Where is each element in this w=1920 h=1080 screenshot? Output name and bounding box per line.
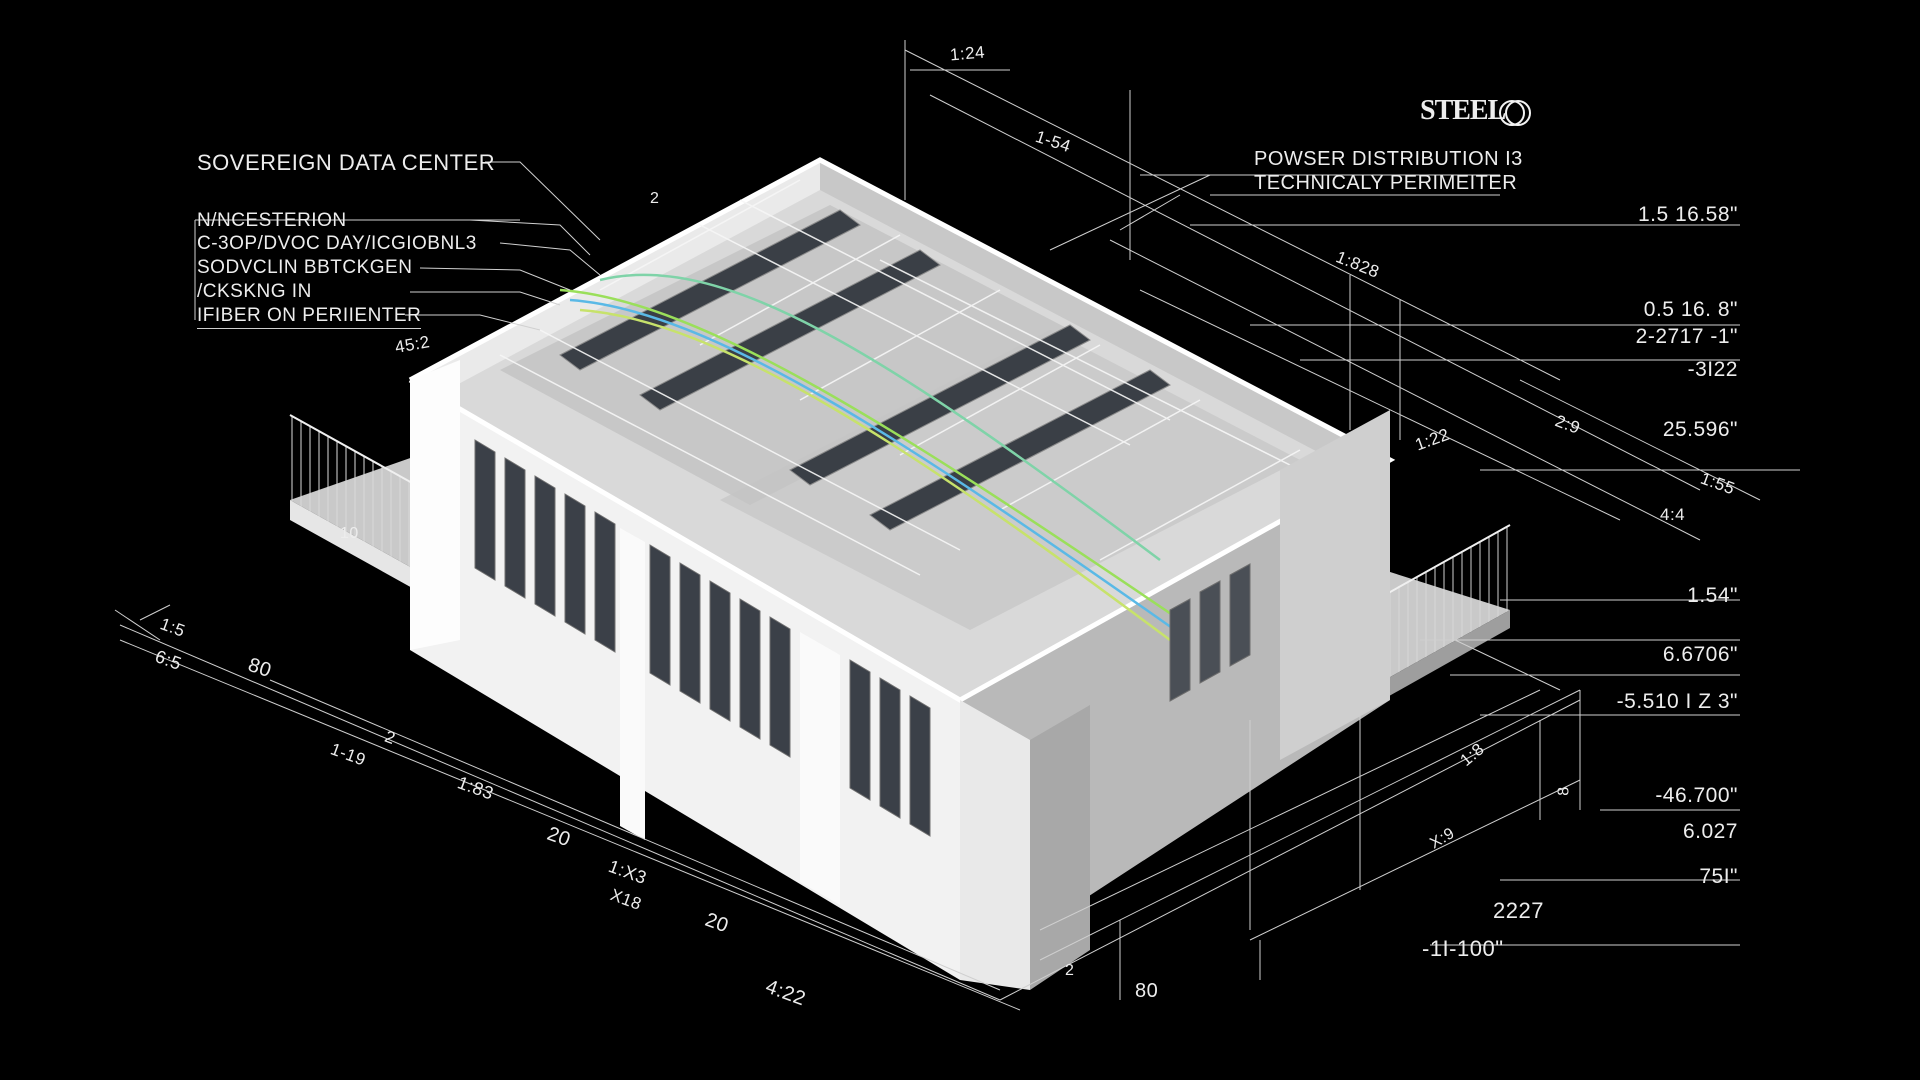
right-dim-7: 6.6706" xyxy=(1662,643,1738,666)
dim-label: 2 xyxy=(650,190,660,207)
callout-line-4: /CKSKNG IN xyxy=(197,281,312,302)
right-dim-8: -5.510 I Z 3" xyxy=(1616,690,1738,713)
left-leader-lines xyxy=(194,161,601,331)
right-dim-2: 0.5 16. 8" xyxy=(1643,298,1738,321)
callout-title: SOVEREIGN DATA CENTER xyxy=(197,150,496,175)
top-callout-1: POWSER DISTRIBUTION I3 xyxy=(1254,148,1523,170)
dim-label: 2 xyxy=(1065,962,1075,979)
callout-line-1: N/NCESTERION xyxy=(197,210,347,231)
right-dim-6: 1.54" xyxy=(1687,584,1738,607)
dimension-lines xyxy=(114,40,1800,1011)
right-dim-4: -3I22 xyxy=(1687,358,1738,381)
front-server-cabinets xyxy=(474,439,931,837)
dim-label: 10 xyxy=(340,525,359,542)
callout-line-5: IFIBER ON PERIIENTER xyxy=(197,305,422,329)
top-callout-2: TECHNICALY PERIMEITER xyxy=(1254,172,1518,194)
right-leader-lines xyxy=(1049,174,1740,946)
dim-label: 80 xyxy=(1135,980,1159,1002)
dim-label: 1:24 xyxy=(949,42,986,65)
right-dim-10: 6.027 xyxy=(1682,820,1738,843)
right-dim-11: 75I" xyxy=(1699,865,1738,888)
right-dim-1: 1.5 16.58" xyxy=(1637,203,1738,226)
dim-label: 8 xyxy=(1555,786,1573,796)
steel-logo-mark xyxy=(1499,100,1531,126)
building-body xyxy=(408,157,1396,990)
right-dim-5: 25.596" xyxy=(1662,418,1738,441)
right-dim-13: -1I-100" xyxy=(1422,936,1504,961)
right-dim-12: 2227 xyxy=(1493,898,1544,923)
callout-line-3: SODVCLIN BBTCKGEN xyxy=(197,257,413,278)
right-dim-3: 2-2717 -1" xyxy=(1635,325,1738,348)
brand-logo: STEEL xyxy=(1420,95,1506,126)
callout-line-2: C-3OP/DVOC DAY/ICGIOBNL3 xyxy=(197,233,477,254)
dim-label: 4:4 xyxy=(1660,505,1686,524)
right-dim-9: -46.700" xyxy=(1655,784,1738,807)
